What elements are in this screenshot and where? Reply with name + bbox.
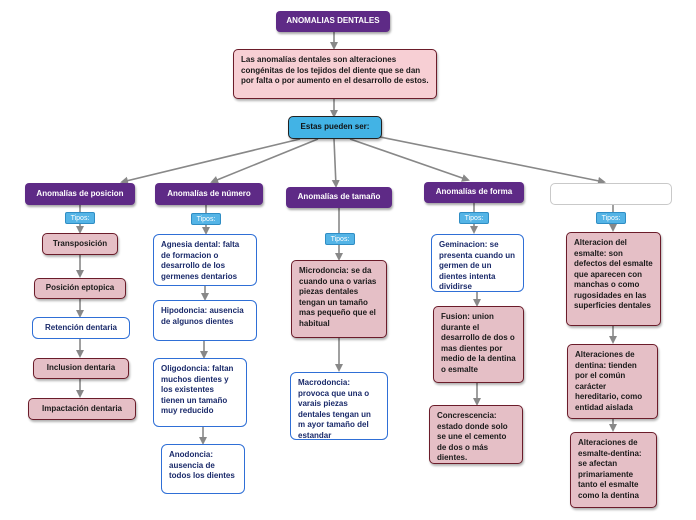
item-alteracion-esmalte[interactable]: Alteracion del esmalte: son defectos del… <box>566 232 661 326</box>
definition-node[interactable]: Las anomalías dentales son alteraciones … <box>233 49 437 99</box>
tipos-tag: Tipos: <box>65 212 95 224</box>
item-alteraciones-esmalte-dentina[interactable]: Alteraciones de esmalte-dentina: se afec… <box>570 432 657 508</box>
item-anodoncia[interactable]: Anodoncia: ausencia de todos los dientes <box>161 444 245 494</box>
item-agnesia-dental[interactable]: Agnesia dental: falta de formacion o des… <box>153 234 257 286</box>
item-macrodoncia[interactable]: Macrodoncia: provoca que una o varais pi… <box>290 372 388 440</box>
item-retencion-dentaria[interactable]: Retención dentaria <box>32 317 130 339</box>
tipos-tag: Tipos: <box>325 233 355 245</box>
item-fusion[interactable]: Fusion: union durante el desarrollo de d… <box>433 306 524 383</box>
item-impactacion-dentaria[interactable]: Impactación dentaria <box>28 398 136 420</box>
title-node[interactable]: ANOMALIAS DENTALES <box>276 11 390 32</box>
item-inclusion-dentaria[interactable]: Inclusion dentaria <box>33 358 129 379</box>
category-tamano[interactable]: Anomalías de tamaño <box>286 187 392 208</box>
hub-node[interactable]: Estas pueden ser: <box>288 116 382 139</box>
category-numero[interactable]: Anomalías de número <box>155 183 263 205</box>
category-unlabeled[interactable] <box>550 183 672 205</box>
category-forma[interactable]: Anomalías de forma <box>424 182 524 203</box>
item-hipodoncia[interactable]: Hipodoncia: ausencia de algunos dientes <box>153 300 257 341</box>
item-concrescencia[interactable]: Concrescencia: estado donde solo se une … <box>429 405 523 464</box>
category-posicion[interactable]: Anomalías de posicion <box>25 183 135 205</box>
tipos-tag: Tipos: <box>459 212 489 224</box>
item-alteraciones-dentina[interactable]: Alteraciones de dentina: tienden por el … <box>567 344 658 419</box>
item-transposicion[interactable]: Transposición <box>42 233 118 255</box>
tipos-tag: Tipos: <box>191 213 221 225</box>
item-posicion-eptopica[interactable]: Posición eptopica <box>34 278 126 299</box>
item-geminacion[interactable]: Geminacion: se presenta cuando un germen… <box>431 234 524 292</box>
item-microdoncia[interactable]: Microdoncia: se da cuando una o varias p… <box>291 260 387 338</box>
tipos-tag: Tipos: <box>596 212 626 224</box>
item-oligodoncia[interactable]: Oligodoncia: faltan muchos dientes y los… <box>153 358 247 427</box>
